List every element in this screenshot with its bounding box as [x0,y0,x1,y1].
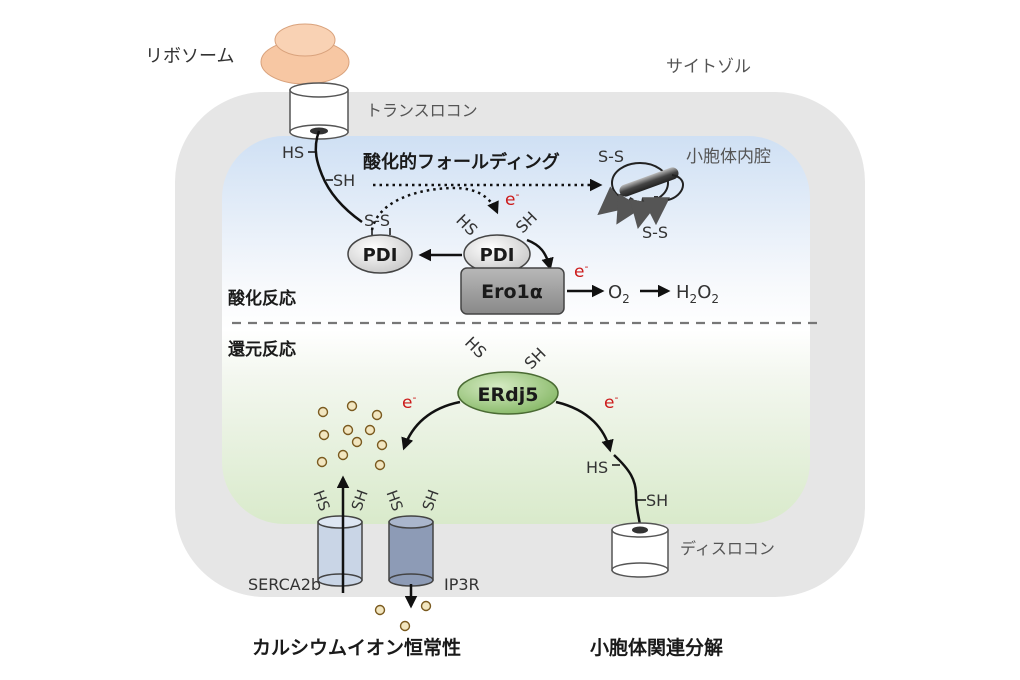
dislocon-label: ディスロコン [680,539,775,558]
cytosol-label: サイトゾル [666,57,751,77]
electron-4: e- [604,391,618,413]
calcium-homeostasis-label: カルシウムイオン恒常性 [252,636,461,659]
electron-2: e- [574,260,588,282]
calcium-ions-cytosol [374,600,432,632]
reduction-label: 還元反応 [228,339,296,360]
folded-ss-top: S-S [598,147,624,166]
serca2b-channel [317,515,363,587]
folded-ss-bottom: S-S [642,223,668,242]
ero1a: Ero1α [460,267,565,315]
lumen-label: 小胞体内腔 [686,147,771,167]
erdj5-to-erad-arrow [555,400,614,453]
ribosome [260,23,350,85]
electron-3: e- [402,391,416,413]
electron-1: e- [505,188,519,210]
translocon-label: トランスロコン [366,101,478,120]
ip3r-channel [388,515,434,587]
pdi-oxidized-ss: S-S [364,211,390,230]
dislocon [611,522,669,578]
ip3r-label: IP3R [444,575,480,594]
erdj5-label: ERdj5 [478,384,539,406]
pdi-oxidized-label: PDI [363,245,398,266]
pdi-reduced: PDI [463,234,531,274]
oxidation-label: 酸化反応 [228,288,296,309]
ero1a-label: Ero1α [481,281,543,303]
erad-substrate-chain [613,454,642,528]
translocon [289,82,349,140]
oxidative-folding-label: 酸化的フォールディング [363,151,560,173]
erdj5-to-ca-arrow [401,400,461,451]
erad-label: 小胞体関連分解 [590,636,723,659]
serca-label: SERCA2b [248,575,321,594]
erad-sh: SH [646,491,668,510]
ribosome-label: リボソーム [145,46,234,67]
nascent-chain [314,130,363,224]
pdi-reduced-label: PDI [480,245,515,266]
nascent-sh: SH [333,171,355,190]
h2o2-label: H2O2 [676,282,719,306]
pdi-oxidized: PDI [347,234,413,274]
nascent-hs: HS [282,143,304,162]
calcium-ions-lumen [316,400,388,471]
erad-hs: HS [586,458,608,477]
folded-protein [597,162,684,229]
pdi-to-ero1-arrow [526,238,554,271]
erdj5: ERdj5 [457,371,559,415]
o2-label: O2 [608,282,630,306]
